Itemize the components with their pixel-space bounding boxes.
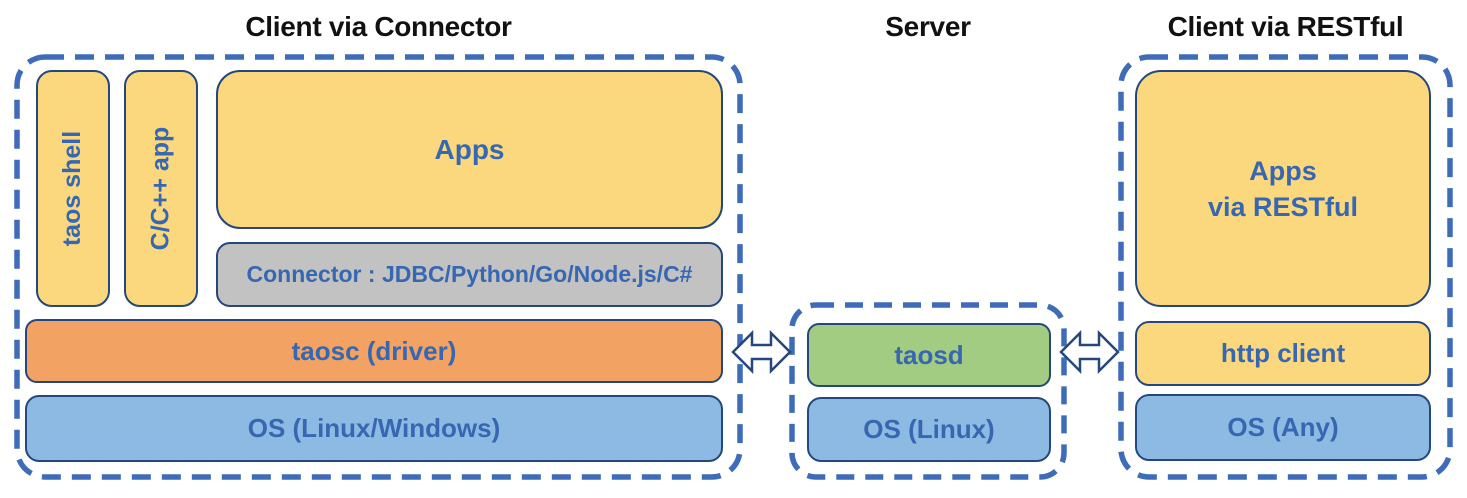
server-title: Server xyxy=(885,11,971,42)
taos-shell-box: taos shell xyxy=(36,70,110,307)
os-linux-label: OS (Linux) xyxy=(863,414,995,444)
http-client-label: http client xyxy=(1220,338,1346,368)
http-client-box: http client xyxy=(1135,321,1431,386)
server-dashed-border xyxy=(789,302,1067,480)
client-connector-title: Client via Connector xyxy=(245,11,512,42)
os-any-label: OS (Any) xyxy=(1227,412,1339,442)
connector-label: Connector : JDBC/Python/Go/Node.js/C# xyxy=(246,261,693,287)
taos-shell-label: taos shell xyxy=(58,130,87,247)
taosd-box: taosd xyxy=(807,323,1051,387)
left-bidirectional-arrow-icon xyxy=(731,329,792,375)
taosc-driver-box: taosc (driver) xyxy=(25,319,723,383)
os-linux-box: OS (Linux) xyxy=(807,397,1051,462)
os-linux-windows-label: OS (Linux/Windows) xyxy=(247,413,501,443)
apps-via-restful-label-line2: via RESTful xyxy=(1207,191,1359,222)
taosd-label: taosd xyxy=(894,339,964,370)
apps-via-restful-label-line1: Apps xyxy=(1249,155,1317,186)
client-restful-title: Client via RESTful xyxy=(1167,11,1404,42)
apps-via-restful-box: Apps via RESTful xyxy=(1135,70,1431,307)
apps-box: Apps xyxy=(216,70,723,229)
os-linux-windows-box: OS (Linux/Windows) xyxy=(25,395,723,462)
cpp-app-label: C/C++ app xyxy=(146,126,175,251)
connector-box: Connector : JDBC/Python/Go/Node.js/C# xyxy=(216,242,723,307)
cpp-app-box: C/C++ app xyxy=(124,70,198,307)
right-bidirectional-arrow-icon xyxy=(1059,329,1120,375)
client-connector-dashed-border xyxy=(14,54,743,480)
taosc-driver-label: taosc (driver) xyxy=(291,335,457,366)
apps-label: Apps xyxy=(434,133,505,165)
client-restful-dashed-border xyxy=(1118,54,1453,480)
os-any-box: OS (Any) xyxy=(1135,394,1431,461)
